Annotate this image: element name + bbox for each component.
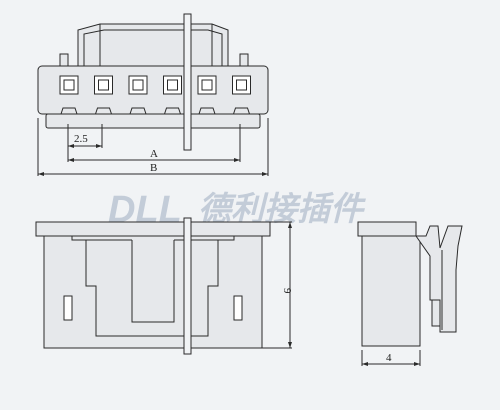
depth-label: 4 xyxy=(386,352,392,364)
top-post-left xyxy=(59,53,69,67)
watermark-chinese: 德利接插件 xyxy=(198,190,366,227)
side-view xyxy=(357,221,463,366)
pin-chamfer xyxy=(60,107,78,115)
side-latch-foot xyxy=(431,299,441,327)
pin-cavity-inner xyxy=(132,79,144,91)
break-lines xyxy=(183,13,192,355)
watermark: DLL 德利接插件 xyxy=(108,189,366,231)
dim-b-label: B xyxy=(150,162,157,174)
front-outline xyxy=(35,221,271,349)
top-flange xyxy=(45,113,261,129)
pin-cavity-inner xyxy=(236,79,247,91)
front-window-left xyxy=(63,295,73,321)
top-view xyxy=(37,23,269,176)
side-outline xyxy=(357,221,421,347)
pin-cavity xyxy=(94,75,113,95)
pin-cavities xyxy=(59,75,251,115)
pin-chamfer xyxy=(95,107,112,115)
front-center-slot xyxy=(131,240,175,323)
front-window-right xyxy=(233,295,243,321)
front-inner-cavity xyxy=(71,236,235,337)
pin-chamfer xyxy=(129,107,147,115)
dim-a-label: A xyxy=(150,148,158,160)
pin-chamfer xyxy=(233,107,250,115)
pin-cavity-inner xyxy=(98,79,109,91)
pin-cavity xyxy=(232,75,251,95)
pin-chamfer xyxy=(164,107,181,115)
pin-chamfer xyxy=(198,107,216,115)
pin-cavity-inner xyxy=(63,79,75,91)
front-view xyxy=(35,221,292,349)
pin-cavity xyxy=(128,75,148,95)
height-label: 9 xyxy=(281,288,293,294)
pin-cavity xyxy=(59,75,79,95)
pitch-label: 2.5 xyxy=(74,133,88,145)
pin-cavity xyxy=(197,75,217,95)
top-post-right xyxy=(239,53,249,67)
pin-cavity-inner xyxy=(167,79,178,91)
pin-cavity xyxy=(163,75,182,95)
pin-cavity-inner xyxy=(201,79,213,91)
